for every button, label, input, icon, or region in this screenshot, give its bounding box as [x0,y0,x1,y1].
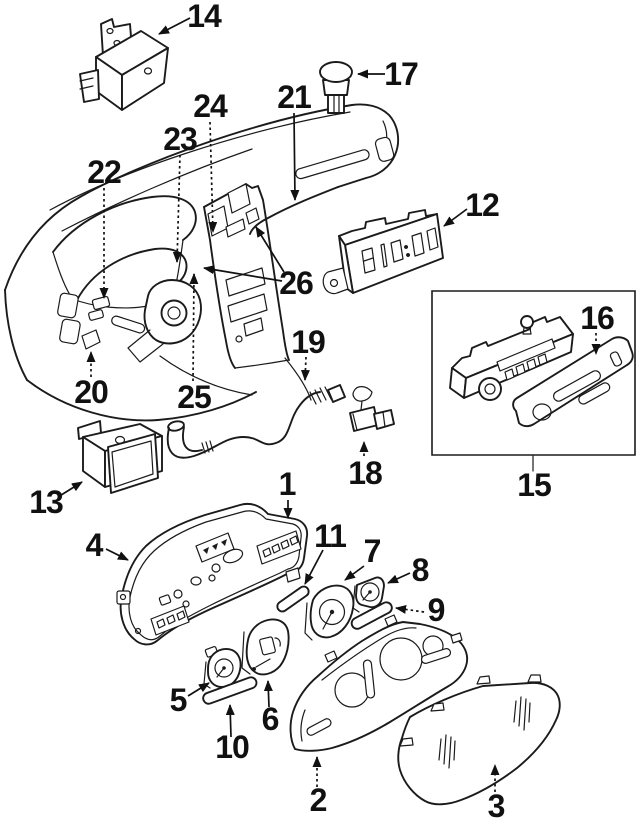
part-2-cluster-mask [291,615,468,751]
part-17-knob [320,62,352,113]
callout-17: 17 [384,56,418,92]
part-12-clock [323,210,443,294]
callout-8: 8 [412,552,429,588]
callout-26: 26 [279,265,313,301]
part-19-speedometer-cable [167,385,345,458]
part-18-sensor [350,387,394,431]
callout-10: 10 [215,729,249,765]
callout-14: 14 [187,0,222,34]
part-5-gauge [204,646,241,688]
part-3-clear-lens [398,675,559,804]
part-16-faceplate [513,337,633,426]
part-14-relay [80,19,168,110]
part-8-gauge [353,577,384,612]
callout-4: 4 [86,527,104,563]
callout-22: 22 [87,154,121,190]
leader-lines [58,18,601,792]
part-13-switch [78,421,162,493]
callout-7: 7 [364,533,381,569]
part-4-cluster-housing [117,504,307,645]
part-15-heater-control [450,316,573,400]
callout-11: 11 [314,518,346,554]
callout-23: 23 [163,121,197,157]
callout-21: 21 [277,79,311,115]
callout-13: 13 [29,484,63,520]
part-10-lens-strip [202,676,258,705]
callout-5: 5 [170,682,187,718]
callout-24: 24 [193,88,228,124]
callout-9: 9 [428,592,445,628]
callout-labels: 14 17 21 24 23 22 12 26 16 19 20 25 18 1… [29,0,615,819]
part-7-gauge [305,586,353,640]
dashboard-panel-drawing [5,104,398,420]
part-6-fuel-gauge [242,619,289,674]
callout-16: 16 [580,300,614,336]
part-11-lens-strip [275,585,310,614]
callout-3: 3 [488,788,505,819]
callout-25: 25 [177,379,211,415]
inset-box-15 [432,291,635,471]
callout-1: 1 [279,466,296,502]
callout-19: 19 [291,324,325,360]
callout-12: 12 [465,187,499,223]
part-9-lens-strip [350,600,394,630]
callout-20: 20 [74,374,108,410]
callout-2: 2 [310,782,327,818]
callout-18: 18 [348,455,382,491]
callout-6: 6 [262,701,279,737]
callout-15: 15 [517,467,551,503]
